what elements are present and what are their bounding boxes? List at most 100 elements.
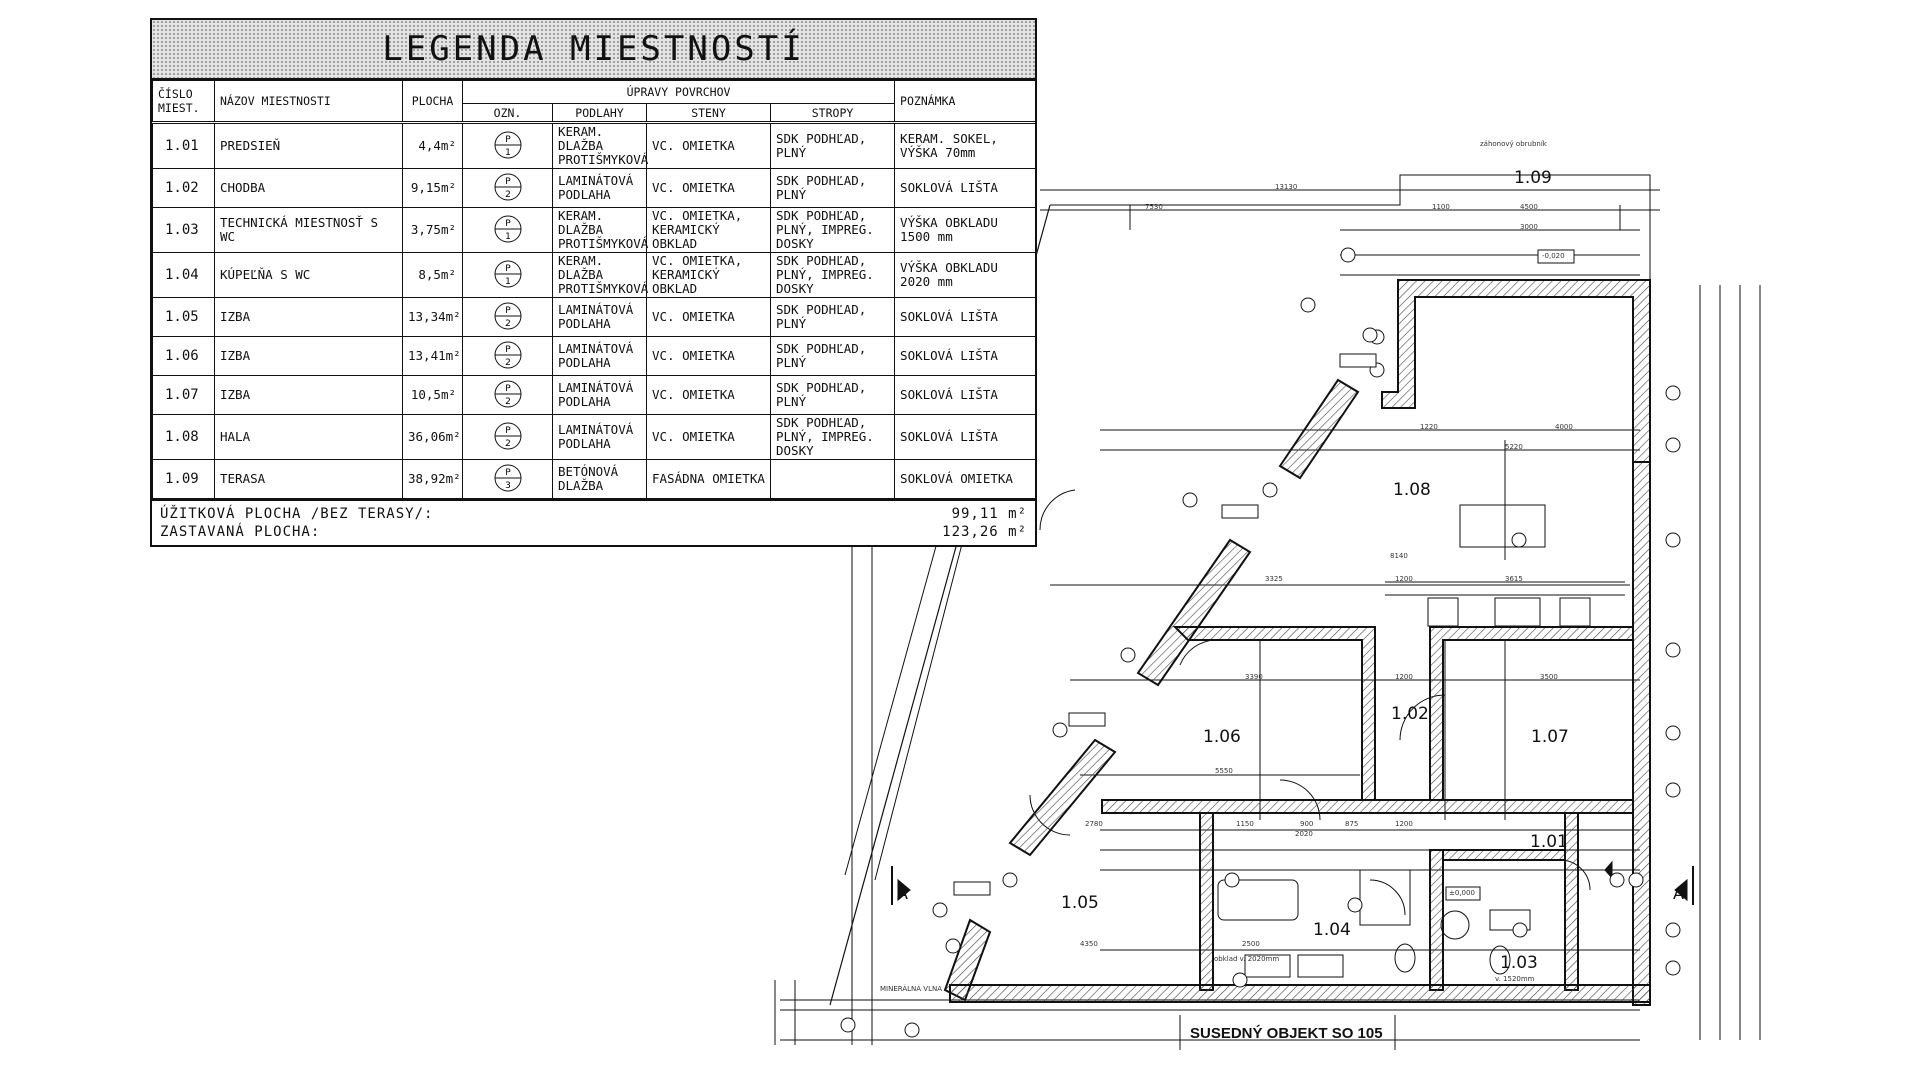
- svg-text:P: P: [505, 345, 511, 355]
- room-label-1-09: 1.09: [1514, 168, 1552, 188]
- dim-label: 2500: [1242, 940, 1260, 948]
- svg-text:P: P: [505, 135, 511, 145]
- svg-text:2: 2: [505, 190, 511, 200]
- surface-symbol: P2P 2: [462, 336, 553, 376]
- header-mark: OZN.: [462, 103, 553, 123]
- level-label: ±0,000: [1449, 889, 1475, 897]
- dim-label: 4000: [1555, 423, 1573, 431]
- header-walls: STENY: [646, 103, 771, 123]
- svg-text:P: P: [505, 468, 511, 478]
- surface-symbol: P1P 1: [462, 207, 553, 253]
- wall-south: [949, 984, 1651, 1003]
- room-name: IZBA: [214, 297, 403, 337]
- header-note: POZNÁMKA: [894, 80, 1037, 123]
- floor-finish: BETÓNOVÁ DLAŽBA: [552, 459, 647, 499]
- room-label-1-06: 1.06: [1203, 727, 1241, 747]
- header-floors: PODLAHY: [552, 103, 647, 123]
- svg-text:1: 1: [505, 277, 511, 287]
- legend-summary: ÚŽITKOVÁ PLOCHA /BEZ TERASY/: ZASTAVANÁ …: [152, 499, 1035, 545]
- header-area: PLOCHA: [402, 80, 463, 123]
- dim-label: 4500: [1520, 203, 1538, 211]
- header-name: NÁZOV MIESTNOSTI: [214, 80, 403, 123]
- dim-label: 1200: [1395, 575, 1413, 583]
- wall-finish: VC. OMIETKA: [646, 414, 771, 460]
- room-label-1-05: 1.05: [1061, 893, 1099, 913]
- dim-label: 3000: [1520, 223, 1538, 231]
- room-note: SOKLOVÁ OMIETKA: [894, 459, 1037, 499]
- dim-label: 3325: [1265, 575, 1283, 583]
- dim-label: 5220: [1505, 443, 1523, 451]
- wall-finish: VC. OMIETKA, KERAMICKÝ OBKLAD: [646, 252, 771, 298]
- svg-text:2: 2: [505, 397, 511, 407]
- wall-finish: VC. OMIETKA, KERAMICKÝ OBKLAD: [646, 207, 771, 253]
- svg-text:P: P: [505, 426, 511, 436]
- room-label-1-01: 1.01: [1530, 832, 1568, 852]
- room-label-1-03: 1.03: [1500, 953, 1538, 973]
- dim-label: 1150: [1236, 820, 1254, 828]
- wall-finish: VC. OMIETKA: [646, 121, 771, 169]
- room-area: 4,4m²: [402, 121, 463, 169]
- room-area: 13,41m²: [402, 336, 463, 376]
- insulation-label: MINERÁLNA VLNA: [880, 985, 942, 993]
- surface-symbol: P2P 2: [462, 414, 553, 460]
- room-number: 1.04: [152, 252, 215, 298]
- dim-label: 1200: [1395, 820, 1413, 828]
- ceiling-finish: [769, 459, 896, 499]
- dim-label: 3390: [1245, 673, 1263, 681]
- room-number: 1.02: [152, 168, 215, 208]
- svg-text:P: P: [505, 219, 511, 229]
- room-note: SOKLOVÁ LIŠTA: [894, 375, 1037, 415]
- svg-text:P: P: [505, 384, 511, 394]
- dim-label: 3500: [1540, 673, 1558, 681]
- room-number: 1.09: [152, 459, 215, 499]
- surface-symbol: P2P 2: [462, 168, 553, 208]
- room-number: 1.08: [152, 414, 215, 460]
- surface-symbol: P2P 2: [462, 297, 553, 337]
- floor-finish: KERAM. DLAŽBA PROTIŠMYKOVÁ: [552, 252, 648, 298]
- room-note: SOKLOVÁ LIŠTA: [894, 297, 1037, 337]
- floor-finish: LAMINÁTOVÁ PODLAHA: [552, 168, 647, 208]
- dim-label: 1220: [1420, 423, 1438, 431]
- room-area: 13,34m²: [402, 297, 463, 337]
- room-name: CHODBA: [214, 168, 403, 208]
- dim-label: 1100: [1432, 203, 1450, 211]
- room-name: IZBA: [214, 336, 403, 376]
- room-name: KÚPEĽŇA S WC: [214, 252, 403, 298]
- room-number: 1.07: [152, 375, 215, 415]
- wall-hall-top: [1381, 279, 1651, 463]
- wall-finish: VC. OMIETKA: [646, 375, 771, 415]
- room-name: HALA: [214, 414, 403, 460]
- wall-finish: VC. OMIETKA: [646, 168, 771, 208]
- room-area: 8,5m²: [402, 252, 463, 298]
- room-note: SOKLOVÁ LIŠTA: [894, 414, 1037, 460]
- room-name: TECHNICKÁ MIESTNOSŤ S WC: [214, 207, 403, 253]
- floor-finish: LAMINÁTOVÁ PODLAHA: [552, 297, 647, 337]
- dim-label: 900: [1300, 820, 1314, 828]
- dim-label: 4350: [1080, 940, 1098, 948]
- floor-finish: KERAM. DLAŽBA PROTIŠMYKOVÁ: [552, 121, 648, 169]
- dim-label: 3615: [1505, 575, 1523, 583]
- svg-text:3: 3: [505, 481, 511, 491]
- floor-finish: LAMINÁTOVÁ PODLAHA: [552, 414, 647, 460]
- neighbor-building-label: SUSEDNÝ OBJEKT SO 105: [1190, 1025, 1383, 1042]
- wall-finish: VC. OMIETKA: [646, 297, 771, 337]
- svg-text:2: 2: [505, 319, 511, 329]
- room-note: VÝŠKA OBKLADU 2020 mm: [894, 252, 1037, 298]
- surface-symbol: P1P 1: [462, 121, 553, 169]
- room-area: 36,06m²: [402, 414, 463, 460]
- wall-finish: VC. OMIETKA: [646, 336, 771, 376]
- section-mark-left: A: [897, 884, 908, 903]
- svg-text:P: P: [505, 177, 511, 187]
- curb-label: záhonový obrubník: [1480, 140, 1547, 148]
- room-name: TERASA: [214, 459, 403, 499]
- ceiling-finish: SDK PODHĽAD, PLNÝ, IMPREG. DOSKY: [769, 414, 896, 460]
